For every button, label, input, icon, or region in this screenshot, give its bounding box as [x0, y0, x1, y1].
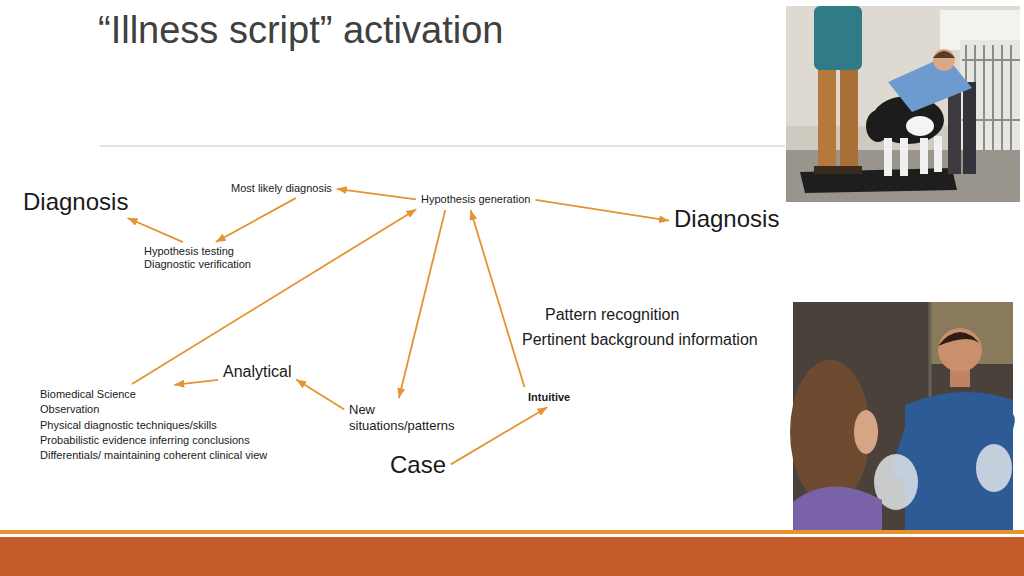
calf-leg — [884, 138, 892, 176]
diagram-term: Most likely diagnosis — [228, 180, 335, 197]
flow-arrow — [337, 189, 416, 199]
footer-line — [0, 530, 1024, 534]
viewer-shirt — [793, 486, 882, 530]
flow-arrow — [296, 380, 344, 410]
diagram-term: Intuitive — [525, 389, 573, 406]
diagram-term: Hypothesis testing Diagnostic verificati… — [141, 243, 287, 273]
flow-arrow — [451, 407, 548, 464]
term-text: Case — [390, 451, 446, 480]
calf-patch — [906, 116, 934, 136]
person-hair — [933, 51, 955, 58]
footer-band — [0, 537, 1024, 576]
diagram-term: Diagnosis — [20, 186, 131, 219]
viewer-face — [854, 410, 878, 454]
person-shirt — [814, 6, 862, 70]
person-hair — [938, 332, 982, 346]
note-label: Pertinent background information — [520, 330, 760, 349]
flow-arrow — [132, 209, 416, 384]
person-leg — [818, 66, 836, 170]
term-text: Differentials/ maintaining coherent clin… — [40, 448, 267, 463]
term-text: Diagnosis — [674, 205, 779, 234]
shoe — [814, 166, 838, 174]
term-text: Diagnosis — [23, 188, 128, 217]
flow-arrow — [216, 198, 296, 242]
calf-leg — [920, 138, 928, 174]
flow-arrow — [399, 210, 445, 398]
diagram-term: Hypothesis generation — [418, 191, 533, 208]
term-text: Hypothesis generation — [421, 193, 530, 206]
diagram-term: Case — [387, 449, 449, 482]
term-text: Biomedical Science — [40, 387, 267, 402]
pen-rail — [962, 59, 1020, 61]
title-divider — [100, 145, 785, 147]
diagram-term: Analytical — [220, 360, 294, 383]
term-text: Intuitive — [528, 391, 570, 404]
diagram-term: Diagnosis — [671, 203, 782, 236]
person-leg — [840, 66, 858, 170]
slide-title: “Illness script” activation — [98, 9, 503, 53]
person-shirt — [888, 56, 972, 112]
flow-arrow — [128, 218, 183, 242]
person-head — [933, 49, 955, 71]
calf-leg — [900, 138, 908, 176]
term-text: Hypothesis testing Diagnostic verificati… — [144, 245, 284, 271]
photo-background — [786, 6, 1020, 202]
glove — [976, 444, 1012, 492]
term-text: Observation — [40, 402, 267, 417]
flow-arrow — [471, 210, 525, 387]
diagram-term: New situations/patterns — [346, 400, 484, 435]
term-text: Analytical — [223, 362, 291, 381]
person-leg — [963, 82, 976, 174]
diagram-term: Biomedical ScienceObservationPhysical di… — [37, 385, 270, 465]
term-text: Probabilistic evidence inferring conclus… — [40, 433, 267, 448]
flow-arrow — [174, 380, 218, 385]
flow-arrow — [535, 200, 669, 221]
term-text: New situations/patterns — [349, 402, 481, 433]
photo-calf-exam — [786, 6, 1020, 202]
term-text: Physical diagnostic techniques/skills — [40, 418, 267, 433]
calf-head — [866, 110, 890, 142]
photo-instructor — [790, 302, 1013, 530]
shoe — [838, 166, 862, 174]
calf-leg — [934, 136, 942, 172]
note-label: Pattern recognition — [543, 305, 681, 324]
person-head — [938, 328, 982, 372]
term-text: Most likely diagnosis — [231, 182, 332, 195]
